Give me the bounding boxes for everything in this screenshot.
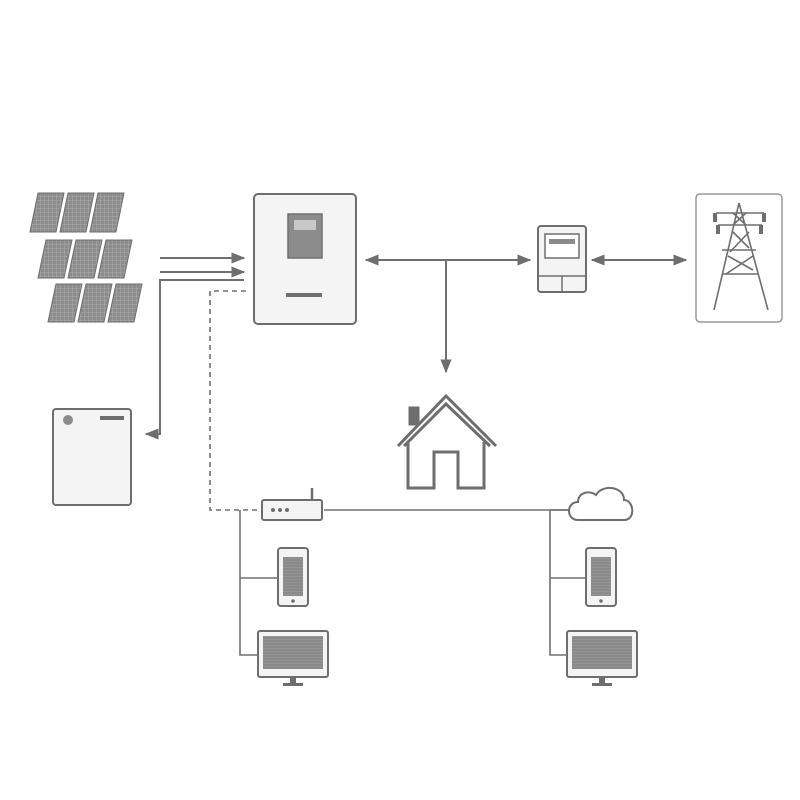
- connections: [144, 252, 688, 656]
- smartphone-icon: [277, 547, 309, 607]
- monitor-icon: [257, 630, 329, 686]
- battery-power-dot: [63, 415, 73, 425]
- router-to-local-devices-line: [239, 510, 258, 656]
- battery-icon: [52, 408, 132, 506]
- inverter-to-router-dashed-line: [209, 290, 262, 511]
- inverter-to-battery-line: [144, 279, 244, 440]
- cloud-icon: [568, 487, 634, 521]
- inverter-icon: [253, 193, 357, 325]
- house-icon: [396, 393, 498, 490]
- battery-indicator: [100, 416, 124, 420]
- router-icon: [261, 488, 323, 521]
- cloud-to-remote-devices-line: [549, 509, 572, 656]
- smartphone-icon: [585, 547, 617, 607]
- meter-icon: [537, 225, 587, 293]
- inverter-indicator: [286, 293, 322, 297]
- transmission-tower-icon: [695, 193, 783, 323]
- monitor-icon: [566, 630, 638, 686]
- solar-panel-icon: [29, 192, 143, 323]
